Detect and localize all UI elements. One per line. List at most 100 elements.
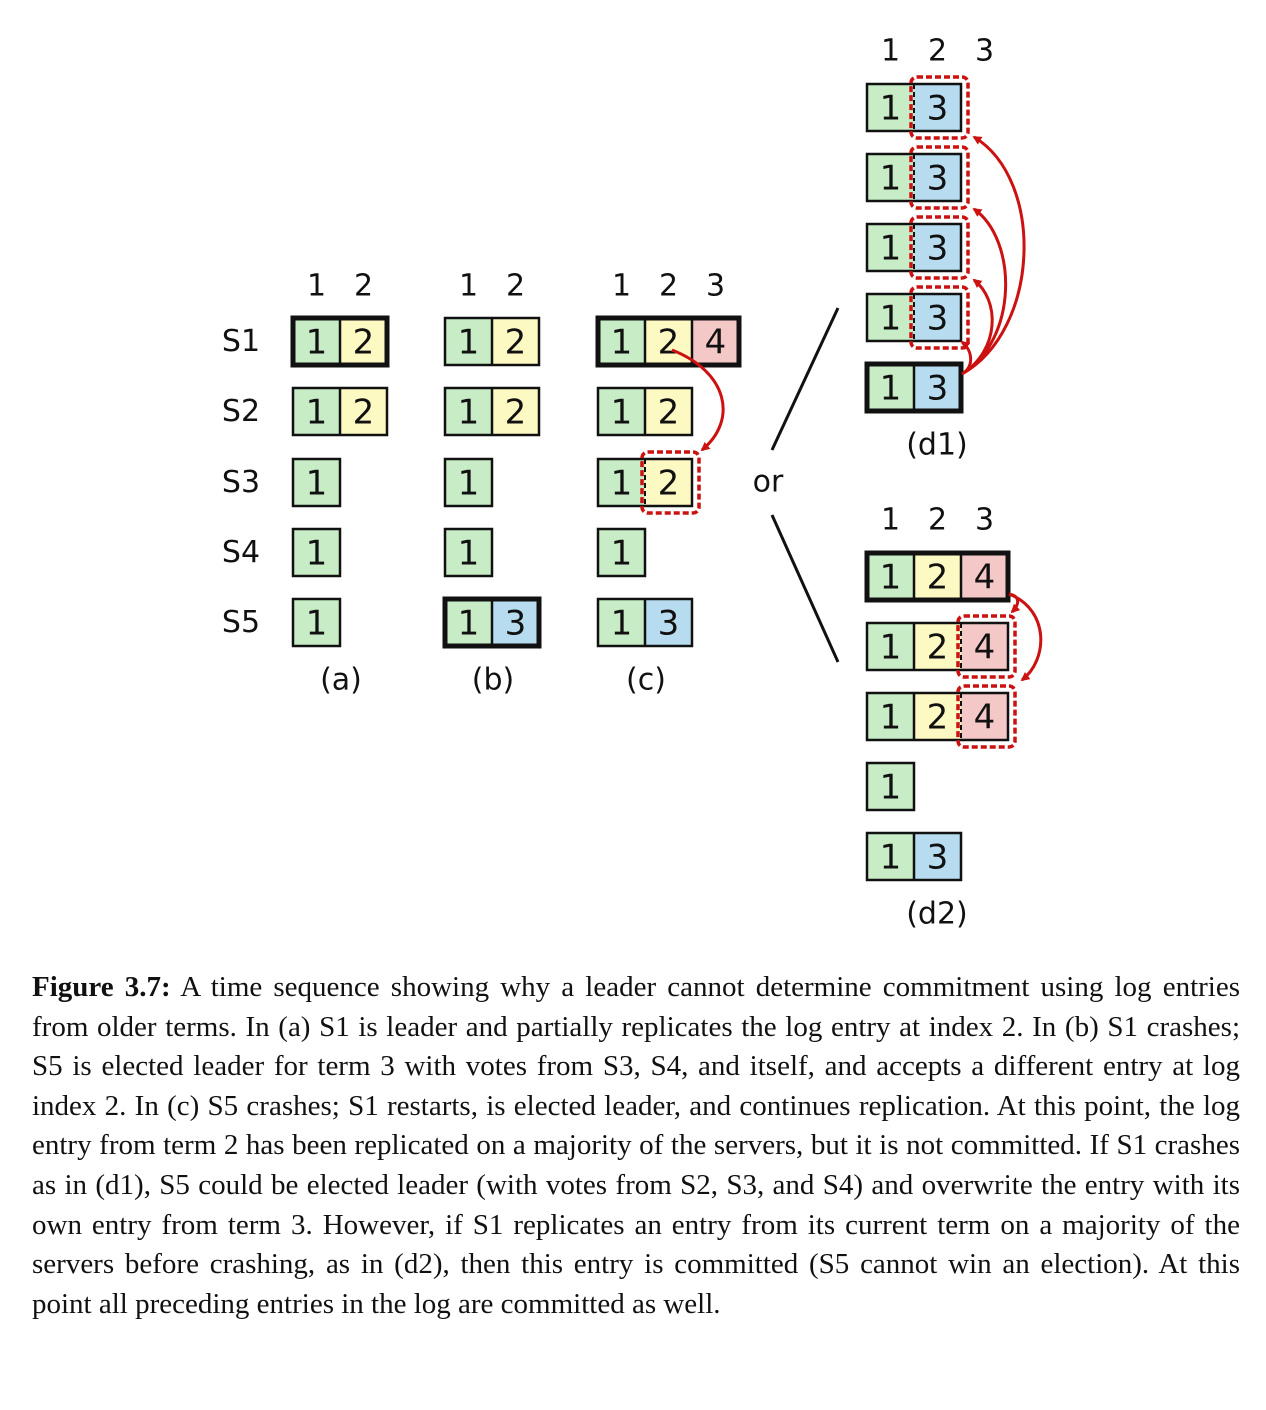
entry-term-label: 1 [880,838,902,878]
entry-term-label: 3 [658,604,680,644]
log-b-s5 [442,596,542,649]
index-3-d2: 3 [975,503,994,538]
entry-term-label: 1 [306,393,328,433]
log-outline [443,386,541,437]
entry-term-label: 3 [927,369,949,409]
log-outline [596,597,694,648]
log-entry-term-1 [293,529,340,576]
caption-text: A time sequence showing why a leader can… [32,971,1240,1320]
entry-term-label: 1 [880,698,902,738]
log-entry-term-2 [492,388,539,435]
log-entry-term-1 [598,459,645,506]
panel-a [290,315,390,648]
entry-term-label: 1 [880,768,902,808]
entry-term-label: 3 [927,299,949,339]
entry-term-label: 1 [880,628,902,668]
log-entry-term-3 [914,364,961,411]
index-2-c: 2 [659,269,678,304]
log-d2-s3 [865,684,1017,749]
log-entry-term-4 [961,693,1008,740]
replication-arrow-d2-s3 [1008,592,1043,682]
log-entry-term-1 [867,84,914,131]
log-entry-term-1 [293,318,340,365]
log-a-s2 [291,386,389,437]
entry-term-label: 1 [880,299,902,339]
log-entry-term-1 [867,553,914,600]
log-entry-term-1 [598,318,645,365]
server-label-s2: S2 [222,394,260,429]
log-entry-term-1 [445,388,492,435]
entry-term-label: 1 [458,393,480,433]
replicated-entry-highlight [909,285,970,350]
log-entry-term-2 [914,693,961,740]
log-entry-term-3 [914,833,961,880]
panel-c [595,315,742,648]
index-2-d1: 2 [928,34,947,69]
log-a-s1 [290,315,390,368]
log-entry-term-3 [492,599,539,646]
entry-term-label: 1 [306,604,328,644]
index-3-c: 3 [706,269,725,304]
index-3-d1: 3 [975,34,994,69]
server-label-s5: S5 [222,605,260,640]
entry-term-label: 1 [611,323,633,363]
entry-term-label: 1 [880,159,902,199]
log-b-s4 [443,527,494,578]
entry-term-label: 3 [927,838,949,878]
entry-term-label: 2 [505,393,527,433]
index-1-a: 1 [307,269,326,304]
figure-caption: Figure 3.7: A time sequence showing why … [32,968,1240,1324]
separator-or: or [753,465,784,500]
log-entry-term-3 [914,224,961,271]
panel-label-d2: (d2) [906,897,968,932]
index-1-c: 1 [612,269,631,304]
entry-term-label: 1 [880,369,902,409]
entry-term-label: 1 [611,534,633,574]
entry-term-label: 2 [658,323,680,363]
log-c-s1 [595,315,742,368]
log-outline [596,527,647,578]
replicated-entry-highlight [956,684,1017,749]
entry-term-label: 1 [611,604,633,644]
log-outline [865,82,963,133]
log-entry-term-2 [340,318,387,365]
log-entry-term-4 [692,318,739,365]
entry-term-label: 3 [505,604,527,644]
entry-term-label: 1 [458,604,480,644]
replication-arrow-d1-s1 [961,135,1026,376]
log-d1-s2 [865,145,970,210]
log-entry-term-1 [445,529,492,576]
log-outline [865,761,916,812]
replication-arrow-d1-s2 [961,207,1008,376]
entry-term-label: 1 [458,323,480,363]
entry-term-label: 1 [880,89,902,129]
log-outline [291,457,342,508]
panel-label-d1: (d1) [906,428,968,463]
log-entry-term-1 [867,294,914,341]
log-entry-term-1 [867,623,914,670]
log-outline [865,621,1010,672]
entry-term-label: 3 [927,229,949,269]
replicated-entry-highlight [909,215,970,280]
replicated-entry-highlight [640,450,701,515]
entry-term-label: 3 [927,159,949,199]
entry-term-label: 2 [927,558,949,598]
log-outline [443,457,494,508]
log-entry-term-1 [598,529,645,576]
log-c-s2 [596,386,694,437]
log-b-s2 [443,386,541,437]
branch-line-lower [770,514,840,663]
index-2-b: 2 [506,269,525,304]
entry-term-label: 2 [353,323,375,363]
entry-term-label: 1 [611,393,633,433]
index-1-d1: 1 [881,34,900,69]
entry-term-label: 2 [658,464,680,504]
log-entry-term-1 [293,459,340,506]
log-entry-term-3 [645,599,692,646]
log-entry-term-1 [867,833,914,880]
entry-term-label: 1 [306,534,328,574]
entry-term-label: 1 [306,323,328,363]
log-outline [865,222,963,273]
log-entry-term-1 [598,599,645,646]
log-c-s4 [596,527,647,578]
